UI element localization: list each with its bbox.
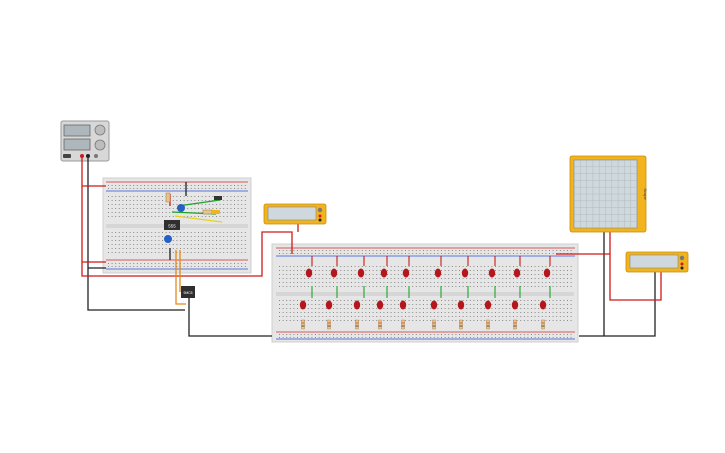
capacitor-c1[interactable] (214, 196, 222, 200)
wires-signal[interactable] (171, 199, 223, 305)
led-icon[interactable] (457, 300, 465, 310)
multimeter-2[interactable] (625, 251, 689, 273)
multimeter-1[interactable] (263, 203, 327, 225)
led-icon[interactable] (376, 300, 384, 310)
led-icon[interactable] (325, 300, 333, 310)
led-icon[interactable] (402, 268, 410, 278)
scope-label: Scope (643, 188, 648, 200)
led-icon[interactable] (488, 268, 496, 278)
resistor-r2[interactable] (202, 209, 213, 215)
multimeter-dial-icon[interactable] (679, 255, 685, 261)
led-icon[interactable] (305, 268, 313, 278)
scope-grid (574, 160, 637, 228)
led-icon[interactable] (330, 268, 338, 278)
resistor-icon[interactable] (401, 319, 405, 330)
resistor-r1[interactable] (165, 192, 171, 203)
timer-chip-label: 555 (168, 224, 176, 229)
voltage-knob-icon[interactable] (94, 124, 106, 136)
resistor-icon[interactable] (301, 319, 305, 330)
potentiometer-icon[interactable] (177, 204, 185, 212)
led-icon[interactable] (399, 300, 407, 310)
resistor-icon[interactable] (378, 319, 382, 330)
led-icon[interactable] (511, 300, 519, 310)
resistor-icon[interactable] (541, 319, 545, 330)
terminal-negative-icon[interactable] (86, 154, 90, 158)
power-supply[interactable] (60, 120, 110, 162)
breadboard-holes (108, 185, 246, 267)
resistor-icon[interactable] (327, 319, 331, 330)
right-breadboard[interactable] (271, 243, 579, 343)
capacitor-c2[interactable] (212, 210, 220, 214)
resistor-icon[interactable] (459, 319, 463, 330)
led-icon[interactable] (434, 268, 442, 278)
breadboard-holes (279, 250, 572, 338)
multimeter-dial-icon[interactable] (317, 207, 323, 213)
resistor-icon[interactable] (432, 319, 436, 330)
wires-black[interactable] (87, 158, 656, 337)
led-icon[interactable] (299, 300, 307, 310)
led-icon[interactable] (353, 300, 361, 310)
terminal-positive-icon[interactable] (80, 154, 84, 158)
led-icon[interactable] (543, 268, 551, 278)
voltage-regulator[interactable]: 9MC5 (181, 286, 195, 298)
timer-chip[interactable]: 555 (164, 220, 180, 230)
left-board-components[interactable]: 555 9MC5 (164, 192, 222, 298)
led-array[interactable] (299, 256, 551, 330)
led-icon[interactable] (484, 300, 492, 310)
electrolytic-capacitor-icon[interactable] (164, 235, 172, 243)
oscilloscope[interactable]: Scope (569, 155, 648, 233)
led-icon[interactable] (461, 268, 469, 278)
led-icon[interactable] (380, 268, 388, 278)
led-icon[interactable] (430, 300, 438, 310)
current-knob-icon[interactable] (94, 139, 106, 151)
led-icon[interactable] (513, 268, 521, 278)
resistor-icon[interactable] (355, 319, 359, 330)
resistor-icon[interactable] (486, 319, 490, 330)
led-icon[interactable] (357, 268, 365, 278)
led-icon[interactable] (539, 300, 547, 310)
regulator-label: 9MC5 (183, 291, 192, 295)
resistor-icon[interactable] (513, 319, 517, 330)
